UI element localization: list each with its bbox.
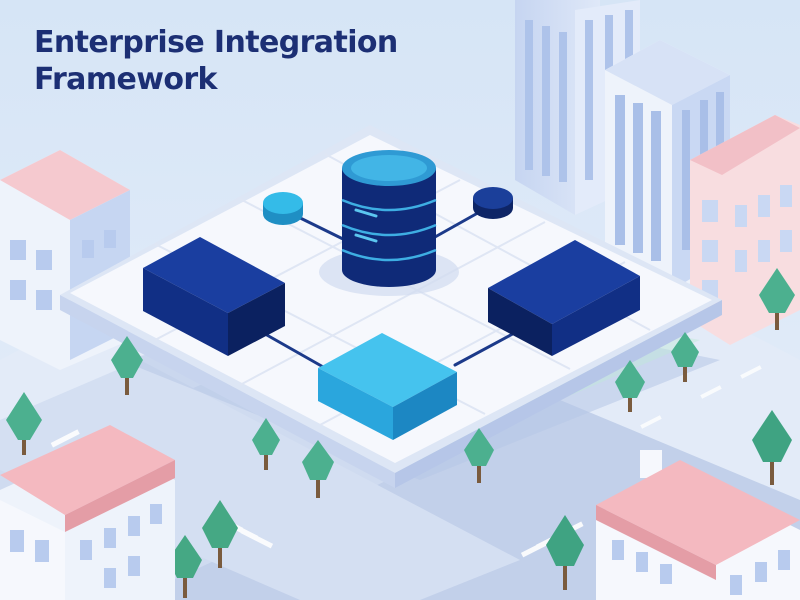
trees <box>6 268 795 598</box>
building-bottom-right <box>596 450 800 600</box>
tree-icon <box>759 268 795 330</box>
tree-icon <box>111 336 143 395</box>
node-right-icon <box>473 187 513 219</box>
connector-block-right <box>453 328 522 367</box>
building-bottom-left <box>0 425 175 600</box>
tree-icon <box>671 332 699 382</box>
title-line-2: Framework <box>34 62 218 97</box>
title-line-1: Enterprise Integration <box>34 25 398 60</box>
tree-icon <box>168 535 202 598</box>
tree-icon <box>546 515 584 590</box>
integration-hub-icon <box>318 333 457 440</box>
tree-icon <box>202 500 238 568</box>
page-title: Enterprise Integration Framework <box>34 24 398 98</box>
building-left <box>0 150 130 370</box>
tree-icon <box>464 428 494 483</box>
tree-icon <box>615 360 645 412</box>
tree-icon <box>752 410 792 485</box>
tree-icon <box>302 440 334 498</box>
tree-icon <box>6 392 42 455</box>
database-icon <box>319 150 459 296</box>
node-left-icon <box>263 192 303 225</box>
service-block-left-icon <box>143 237 285 356</box>
service-block-right-icon <box>488 240 640 356</box>
connector-block-left <box>256 328 327 370</box>
tree-icon <box>252 418 280 470</box>
